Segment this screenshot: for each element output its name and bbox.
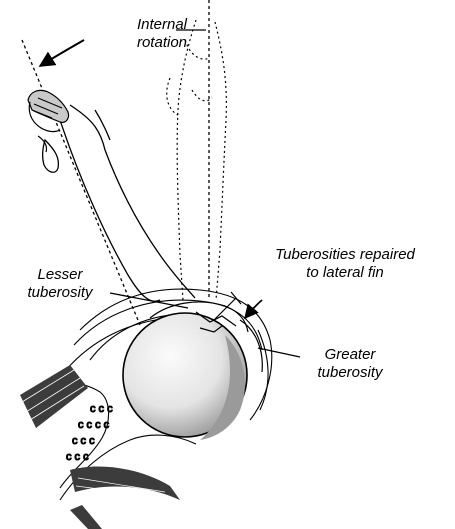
repair-arrow <box>245 300 262 318</box>
internal-rotation-arrow <box>40 40 84 66</box>
label-lesser-tuberosity: Lesser tuberosity <box>8 266 112 302</box>
repair-leader-to-fin <box>214 298 236 320</box>
svg-text:c c c: c c c <box>90 403 113 415</box>
label-lesser-tuberosity-line2: tuberosity <box>8 284 112 302</box>
ghost-arm-outline <box>167 20 227 300</box>
label-greater-tuberosity-line2: tuberosity <box>300 364 400 382</box>
label-internal-rotation-line2: rotation <box>108 34 216 52</box>
label-lesser-tuberosity-line1: Lesser <box>8 266 112 284</box>
svg-text:c c c c: c c c c <box>78 419 110 431</box>
svg-text:c c c: c c c <box>66 451 89 463</box>
greater-tuberosity-leader <box>258 348 300 357</box>
svg-text:c c c: c c c <box>72 435 95 447</box>
label-tuberosities-repaired-line1: Tuberosities repaired <box>242 246 448 264</box>
label-tuberosities-repaired-line2: to lateral fin <box>242 264 448 282</box>
label-internal-rotation-line1: Internal <box>108 16 216 34</box>
label-greater-tuberosity-line1: Greater <box>300 346 400 364</box>
label-greater-tuberosity: Greater tuberosity <box>300 346 400 382</box>
label-internal-rotation: Internal rotation <box>108 16 216 52</box>
label-tuberosities-repaired: Tuberosities repaired to lateral fin <box>242 246 448 282</box>
